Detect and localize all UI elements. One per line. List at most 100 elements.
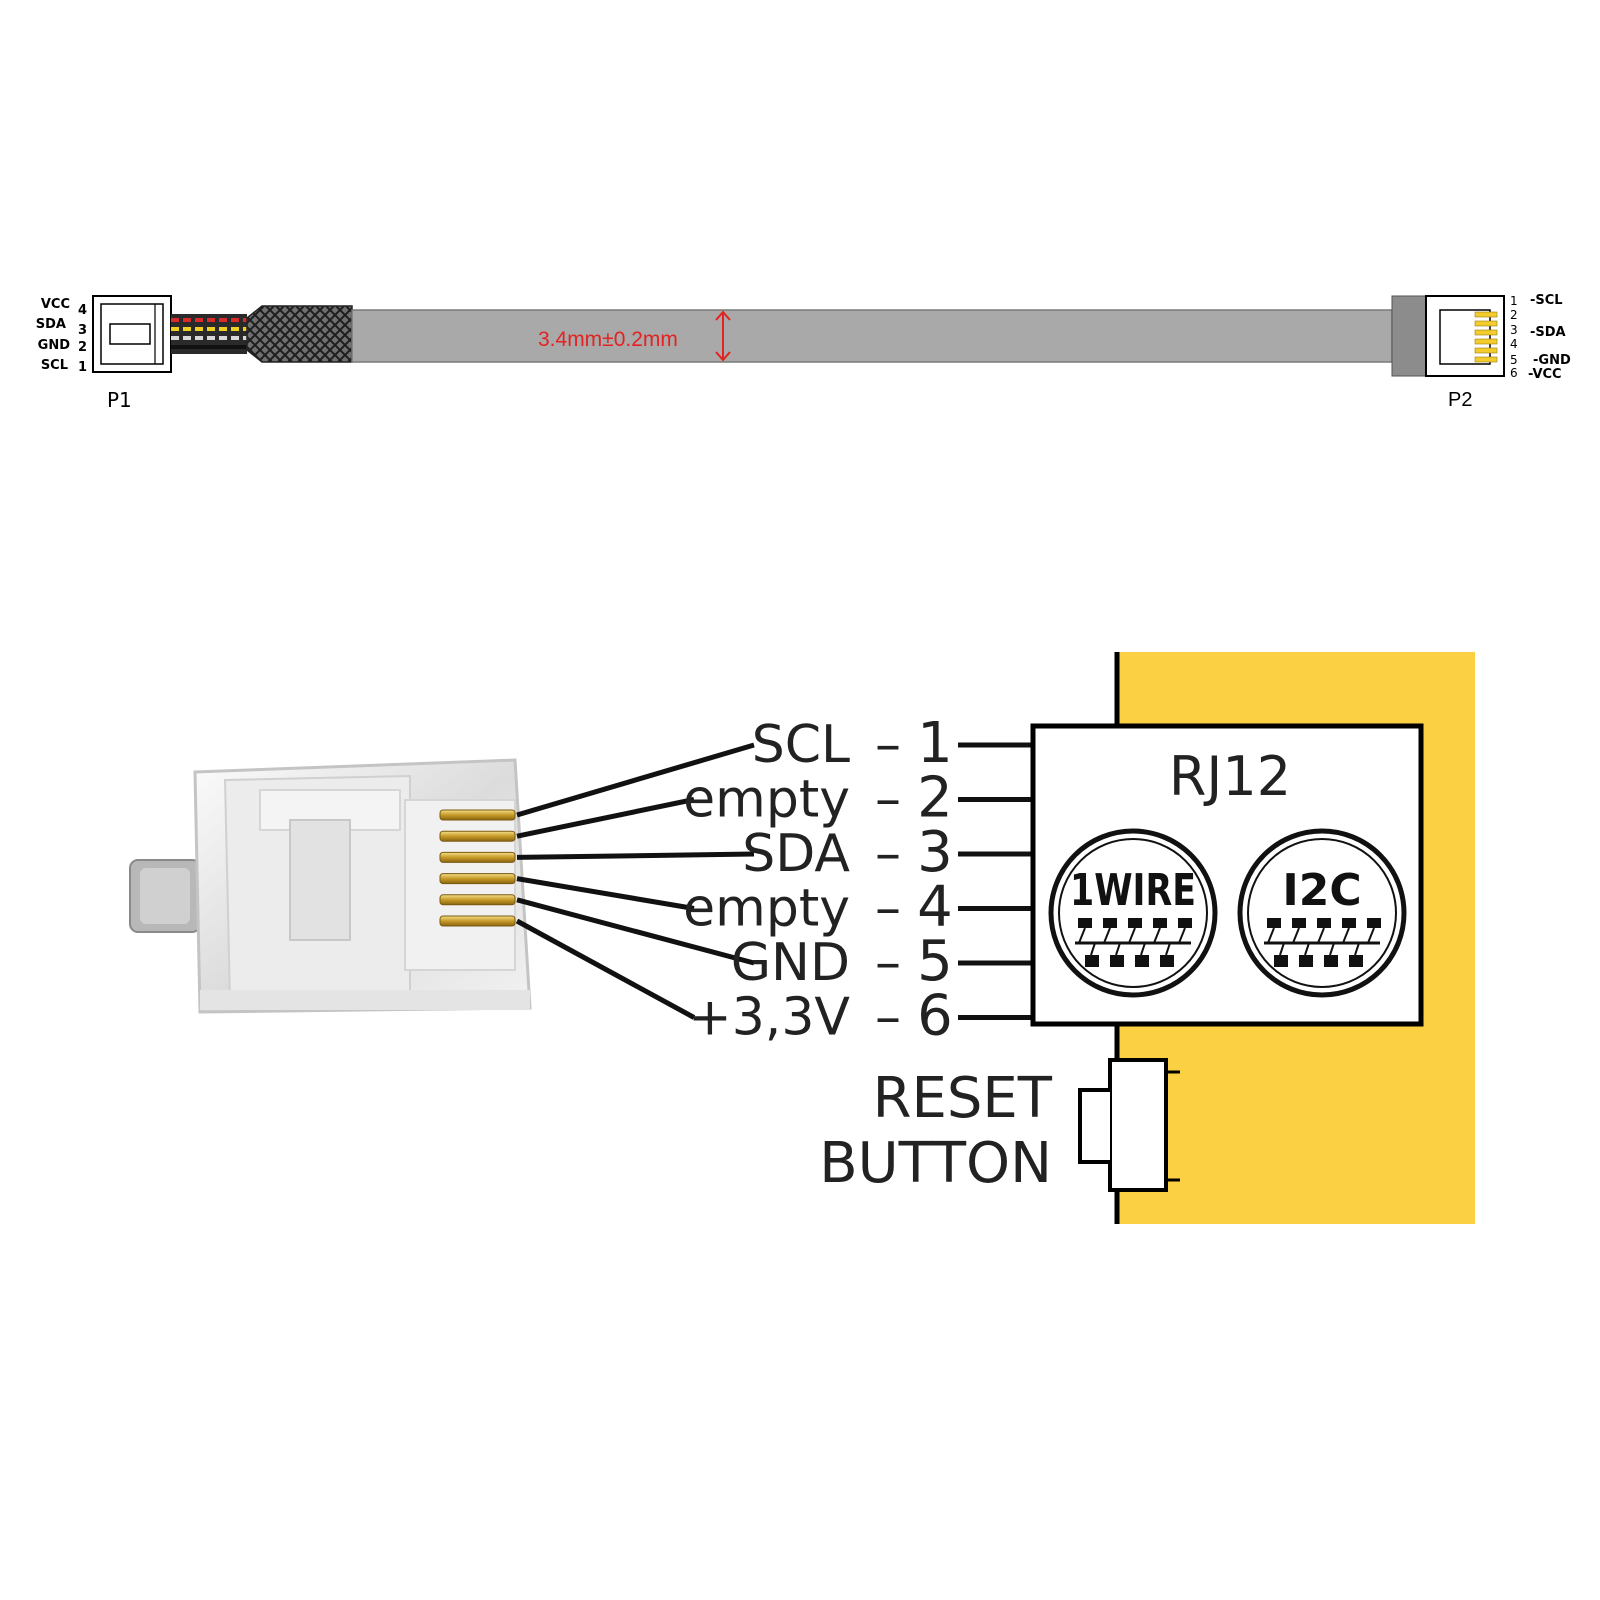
node-link (1317, 927, 1325, 944)
i2c-label: I2C (1282, 865, 1361, 916)
pin-leader-line (516, 742, 755, 818)
p1-pin-name: SCL (41, 358, 68, 373)
node-square (1078, 918, 1092, 928)
port-pin-lines (958, 742, 1033, 1020)
reset-label-line1: RESET (873, 1066, 1053, 1131)
p1-pin-name: VCC (41, 297, 70, 312)
p1-pin-number: 2 (78, 340, 87, 355)
i2c-badge: I2C (1237, 828, 1407, 998)
node-square (1342, 918, 1356, 928)
pin-label: +3,3V (688, 988, 850, 1048)
rj12-port: RJ12 1WIRE I2C (1030, 723, 1424, 1027)
node-square (1103, 918, 1117, 928)
pin-label: SDA (742, 824, 850, 884)
pin-leader-line (516, 797, 695, 839)
pin-number: 3 (917, 820, 953, 885)
p2-signal-labels: -SCL -SDA -GND -VCC (1528, 293, 1571, 382)
pin-leader-line (515, 918, 696, 1020)
p2-pin-number: 2 (1510, 308, 1518, 322)
p1-pin-number: 1 (78, 360, 87, 375)
node-square (1317, 918, 1331, 928)
p2-pin-number: 3 (1510, 323, 1518, 337)
node-square (1292, 918, 1306, 928)
1wire-badge: 1WIRE (1048, 828, 1218, 998)
1wire-label: 1WIRE (1070, 865, 1196, 916)
pin-dash: – (875, 715, 901, 775)
network-icon (1264, 918, 1381, 967)
reset-label-line2: BUTTON (819, 1131, 1052, 1196)
pin-number: 6 (917, 984, 953, 1049)
p1-pin-name: GND (38, 338, 71, 353)
node-link (1090, 942, 1096, 956)
node-square (1349, 955, 1363, 967)
node-square (1153, 918, 1167, 928)
node-link (1367, 927, 1375, 944)
cable-assembly: VCC 4 SDA 3 GND 2 SCL 1 P1 3.4mm±0.2mm (36, 293, 1571, 412)
plug-contacts (439, 809, 516, 927)
node-square (1367, 918, 1381, 928)
node-link (1115, 942, 1121, 956)
node-square (1178, 918, 1192, 928)
braided-sleeve (246, 305, 353, 363)
node-link (1153, 927, 1161, 944)
p2-pin-number: 5 (1510, 353, 1518, 367)
thickness-dimension: 3.4mm±0.2mm (538, 310, 731, 362)
gold-contact (439, 873, 516, 885)
gold-contact (439, 851, 516, 863)
pin-label: SCL (752, 715, 850, 775)
node-square (1324, 955, 1338, 967)
node-square (1160, 955, 1174, 967)
p2-signal: -SCL (1530, 293, 1563, 308)
pin-leader-lines (515, 742, 755, 1020)
pin-number: 1 (917, 711, 953, 776)
dimension-label: 3.4mm±0.2mm (538, 328, 678, 351)
pin-label: GND (731, 933, 850, 993)
p1-connector (92, 295, 172, 373)
p1-pin-name: SDA (36, 317, 66, 332)
p1-wires (171, 314, 247, 354)
pin-dash: – (875, 824, 901, 884)
gold-contact (439, 915, 516, 927)
gold-contact (439, 830, 516, 842)
reset-button-label: RESET BUTTON (819, 1066, 1053, 1196)
node-square (1110, 955, 1124, 967)
pin-number: 5 (917, 929, 953, 994)
node-square (1299, 955, 1313, 967)
node-link (1354, 942, 1360, 956)
pin-leader-line (516, 897, 755, 966)
flat-cable (351, 309, 1393, 363)
pin-dash: – (875, 988, 901, 1048)
node-link (1329, 942, 1335, 956)
pin-dash: – (875, 933, 901, 993)
node-link (1342, 927, 1350, 944)
reset-button[interactable] (1078, 1058, 1180, 1192)
p2-connector: P2 (1391, 295, 1505, 411)
node-link (1140, 942, 1146, 956)
node-link (1304, 942, 1310, 956)
node-link (1165, 942, 1171, 956)
node-square (1135, 955, 1149, 967)
gold-contact (439, 809, 516, 821)
port-title: RJ12 (1169, 745, 1291, 808)
node-square (1267, 918, 1281, 928)
gold-contact (439, 894, 516, 906)
node-link (1292, 927, 1300, 944)
p1-pin-number: 4 (78, 303, 87, 318)
node-link (1267, 927, 1275, 944)
pin-dash: – (875, 770, 901, 830)
node-link (1178, 927, 1186, 944)
pin-label: empty (683, 770, 850, 830)
node-square (1085, 955, 1099, 967)
node-square (1128, 918, 1142, 928)
p1-pin-labels: VCC 4 SDA 3 GND 2 SCL 1 P1 (36, 297, 132, 412)
pin-leader-line (516, 876, 695, 911)
p2-pin-number: 4 (1510, 337, 1518, 351)
rj12-plug (129, 758, 532, 1014)
node-square (1274, 955, 1288, 967)
p2-signal: -GND (1533, 353, 1571, 368)
p2-pin-numbers: 1 2 3 4 5 6 (1510, 294, 1518, 380)
p2-pin-number: 1 (1510, 294, 1518, 308)
p1-pin-number: 3 (78, 323, 87, 338)
